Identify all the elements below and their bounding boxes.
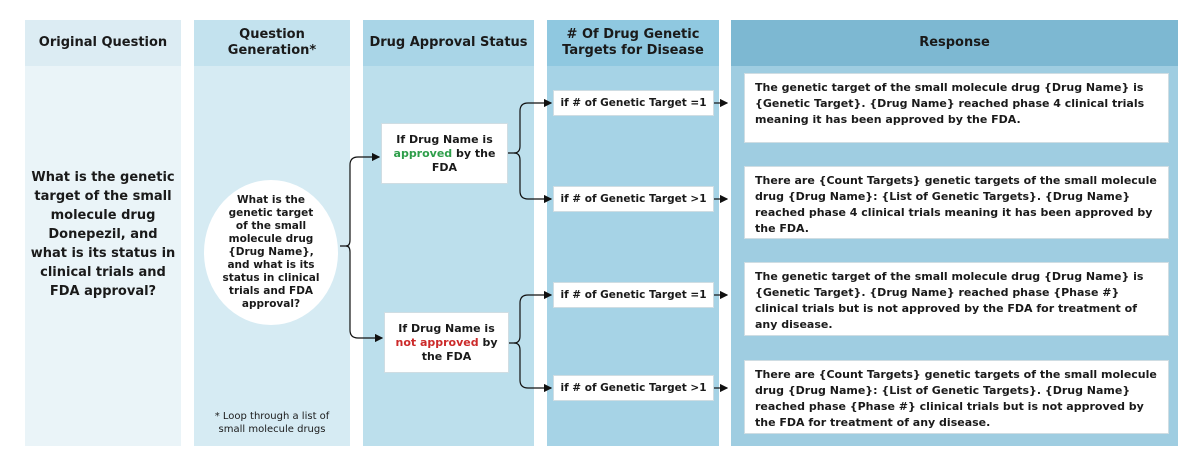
arrow-notapproved-to-t3 — [509, 290, 553, 344]
header-genetic-targets-label: # Of Drug Genetic Targets for Disease — [562, 27, 704, 58]
not-approved-suffix: by the FDA — [421, 335, 498, 363]
approved-box: If Drug Name is approved by the FDA — [381, 123, 508, 184]
original-question-text: What is the genetic target of the small … — [30, 170, 176, 299]
header-question-generation: Question Generation* — [194, 20, 350, 66]
arrow-to-not-approved — [345, 245, 384, 343]
template-question-circle: What is the genetic target of the small … — [204, 180, 338, 325]
header-original-question-label: Original Question — [38, 35, 168, 50]
header-question-generation-label: Question Generation* — [227, 27, 317, 58]
template-question-text: What is the genetic target of the small … — [222, 194, 320, 310]
response-box-1: The genetic target of the small molecule… — [744, 73, 1169, 143]
response-box-3: The genetic target of the small molecule… — [744, 262, 1169, 336]
header-drug-approval-status-label: Drug Approval Status — [369, 35, 528, 50]
target-count-box-1: if # of Genetic Target =1 — [553, 90, 714, 116]
arrow-approved-to-t1 — [508, 98, 553, 154]
arrow-to-approved — [340, 152, 381, 247]
target-count-box-4: if # of Genetic Target >1 — [553, 375, 714, 401]
response-text-3: The genetic target of the small molecule… — [755, 270, 1144, 331]
approved-prefix: If Drug Name is — [396, 132, 493, 146]
not-approved-status: not approved — [395, 335, 479, 349]
arrow-approved-to-t2 — [513, 152, 553, 204]
target-count-label-4: if # of Genetic Target >1 — [560, 382, 707, 394]
target-count-box-2: if # of Genetic Target >1 — [553, 186, 714, 212]
column-question-generation: What is the genetic target of the small … — [194, 66, 350, 446]
response-text-1: The genetic target of the small molecule… — [755, 81, 1145, 126]
header-response-label: Response — [919, 35, 990, 50]
header-drug-approval-status: Drug Approval Status — [363, 20, 534, 66]
response-text-4: There are {Count Targets} genetic target… — [755, 368, 1157, 429]
response-box-2: There are {Count Targets} genetic target… — [744, 166, 1169, 239]
target-count-label-1: if # of Genetic Target =1 — [560, 97, 707, 109]
approved-status: approved — [393, 146, 453, 160]
footnote: * Loop through a list of small molecule … — [214, 411, 330, 435]
not-approved-box: If Drug Name is not approved by the FDA — [384, 312, 509, 373]
approved-suffix: by the FDA — [431, 146, 496, 174]
arrow-notapproved-to-t4 — [513, 342, 553, 393]
not-approved-prefix: If Drug Name is — [398, 321, 495, 335]
header-genetic-targets: # Of Drug Genetic Targets for Disease — [547, 20, 719, 66]
header-response: Response — [731, 20, 1178, 66]
column-original-question: What is the genetic target of the small … — [25, 66, 181, 446]
target-count-box-3: if # of Genetic Target =1 — [553, 282, 714, 308]
target-count-label-2: if # of Genetic Target >1 — [560, 193, 707, 205]
target-count-label-3: if # of Genetic Target =1 — [560, 289, 707, 301]
response-text-2: There are {Count Targets} genetic target… — [755, 174, 1157, 235]
response-box-4: There are {Count Targets} genetic target… — [744, 360, 1169, 434]
header-original-question: Original Question — [25, 20, 181, 66]
